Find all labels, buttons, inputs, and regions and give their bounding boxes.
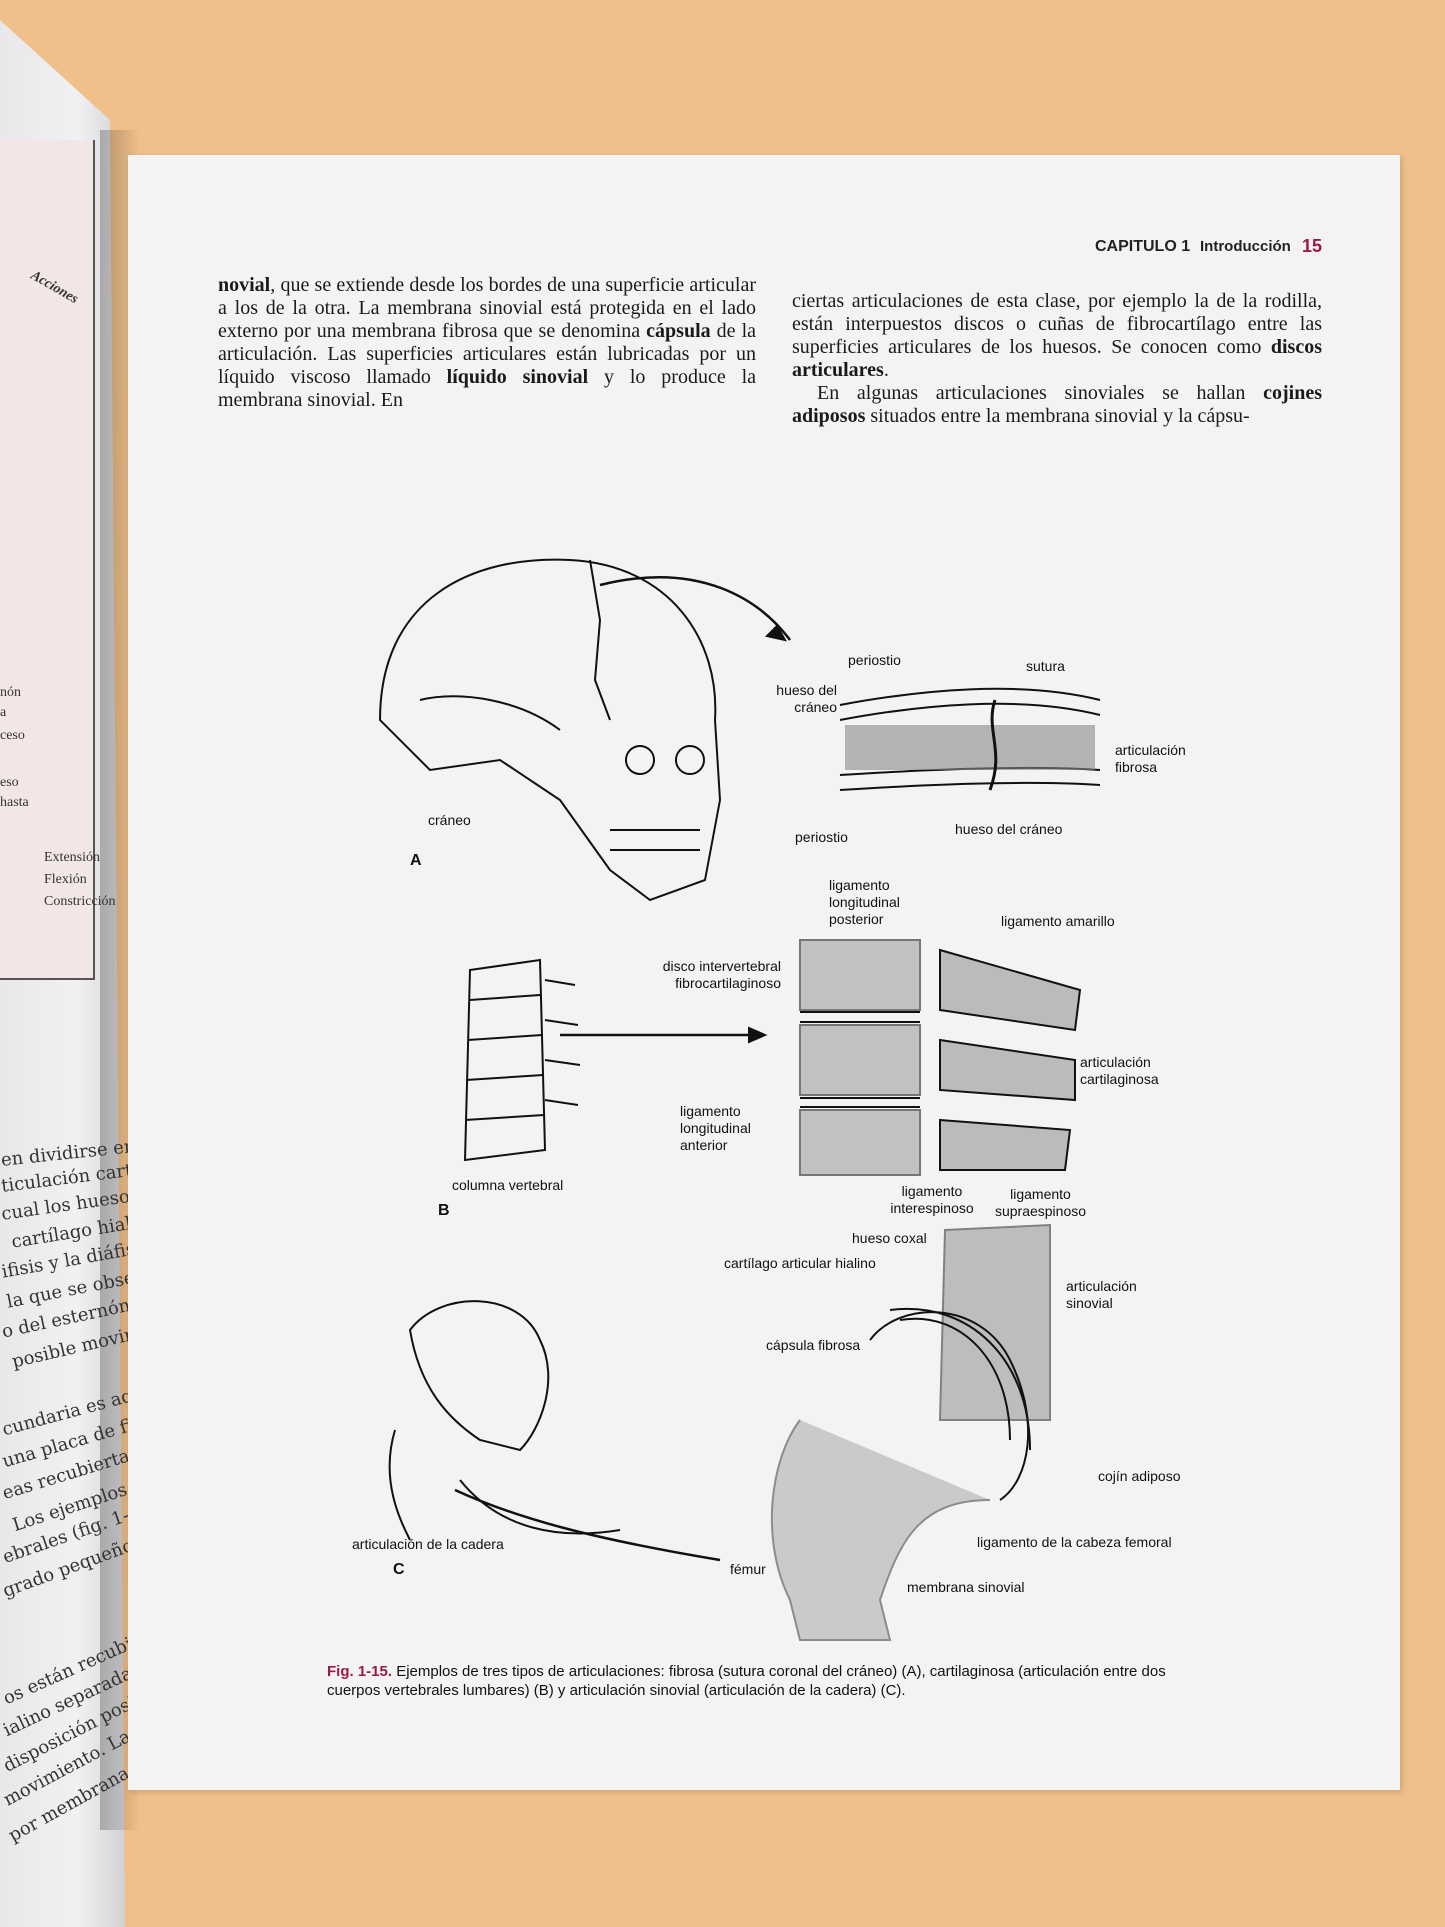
skull-drawing bbox=[378, 558, 791, 902]
table-fragment: a bbox=[0, 705, 7, 720]
figure-letter-c: C bbox=[393, 1561, 405, 1578]
label-anterior-ligament: ligamento longitudinal anterior bbox=[680, 1103, 751, 1153]
label-supraspinous: ligamento supraespinoso bbox=[994, 1186, 1087, 1219]
label-cartilaginous-joint: articulación cartilaginosa bbox=[1080, 1054, 1159, 1087]
label-yellow-ligament: ligamento amarillo bbox=[1001, 913, 1115, 929]
text: ciertas articulaciones de esta clase, po… bbox=[792, 290, 1322, 358]
term: cojines adiposos bbox=[792, 382, 1322, 427]
text: y lo produce la membrana sinovial. En bbox=[218, 366, 756, 411]
label-synovial-membrane: membrana sinovial bbox=[907, 1579, 1025, 1595]
label-skull-bone-bottom: hueso del cráneo bbox=[955, 821, 1063, 837]
label-hyaline: cartílago articular hialino bbox=[724, 1255, 876, 1271]
term: novial bbox=[218, 274, 271, 296]
text: . bbox=[883, 359, 889, 381]
table-fragment: eso bbox=[0, 775, 19, 790]
action-item: Flexión bbox=[44, 872, 87, 887]
pelvis-drawing bbox=[388, 1300, 721, 1562]
text: situados entre la membrana sinovial y la… bbox=[865, 405, 1250, 427]
label-fat-pad: cojín adiposo bbox=[1098, 1468, 1181, 1484]
label-fibrous-joint: articulación fibrosa bbox=[1115, 742, 1186, 775]
right-page bbox=[128, 155, 1400, 1790]
page-number: 15 bbox=[1302, 236, 1323, 256]
label-skull-bone-left: hueso del cráneo bbox=[776, 682, 837, 715]
figure-caption: Fig. 1-15. Ejemplos de tres tipos de art… bbox=[327, 1662, 1197, 1700]
term: líquido sinovial bbox=[446, 366, 589, 388]
text: En algunas articulaciones sinoviales se … bbox=[817, 382, 1264, 404]
action-item: Constricción bbox=[44, 894, 116, 909]
figure-letter-b: B bbox=[438, 1202, 450, 1219]
section-label: Introducción bbox=[1200, 238, 1291, 255]
text: de la articulación. Las superficies arti… bbox=[218, 320, 757, 388]
label-head-ligament: ligamento de la cabeza femoral bbox=[977, 1534, 1172, 1550]
label-suture: sutura bbox=[1026, 658, 1065, 674]
term: discos articulares bbox=[792, 336, 1322, 381]
label-periosteum-bottom: periostio bbox=[795, 829, 848, 845]
label-periosteum-top: periostio bbox=[848, 652, 901, 668]
label-posterior-ligament: ligamento longitudinal posterior bbox=[829, 877, 900, 927]
spine-drawing bbox=[463, 958, 768, 1162]
action-item: Extensión bbox=[44, 850, 100, 865]
vertebra-detail bbox=[799, 939, 1082, 1176]
text: , que se extiende desde los bordes de un… bbox=[218, 274, 756, 342]
chapter-label: CAPITULO 1 bbox=[1095, 238, 1191, 255]
term: cápsula bbox=[646, 320, 711, 342]
label-capsule: cápsula fibrosa bbox=[766, 1337, 861, 1353]
table-fragment: nón bbox=[0, 685, 21, 700]
left-column-text: novial, que se extiende desde los bordes… bbox=[218, 274, 756, 412]
left-page bbox=[0, 20, 125, 1927]
label-spine: columna vertebral bbox=[452, 1177, 564, 1193]
label-coxal: hueso coxal bbox=[852, 1230, 927, 1246]
label-interspinous: ligamento interespinoso bbox=[890, 1183, 974, 1216]
label-skull: cráneo bbox=[428, 812, 471, 828]
label-femur: fémur bbox=[730, 1561, 766, 1577]
figure-letter-a: A bbox=[410, 852, 422, 869]
left-table bbox=[0, 140, 95, 980]
caption-text: Ejemplos de tres tipos de articulaciones… bbox=[327, 1663, 1166, 1699]
right-column-text: ciertas articulaciones de esta clase, po… bbox=[792, 290, 1322, 428]
suture-detail bbox=[839, 687, 1101, 791]
label-synovial-joint: articulación sinovial bbox=[1066, 1278, 1137, 1311]
label-disc: disco intervertebral fibrocartilaginoso bbox=[662, 958, 781, 991]
caption-label: Fig. 1-15. bbox=[327, 1663, 393, 1680]
label-hip-joint: articulación de la cadera bbox=[352, 1536, 504, 1552]
table-fragment: ceso bbox=[0, 728, 25, 743]
hip-detail bbox=[770, 1223, 1051, 1641]
table-fragment: hasta bbox=[0, 795, 29, 810]
